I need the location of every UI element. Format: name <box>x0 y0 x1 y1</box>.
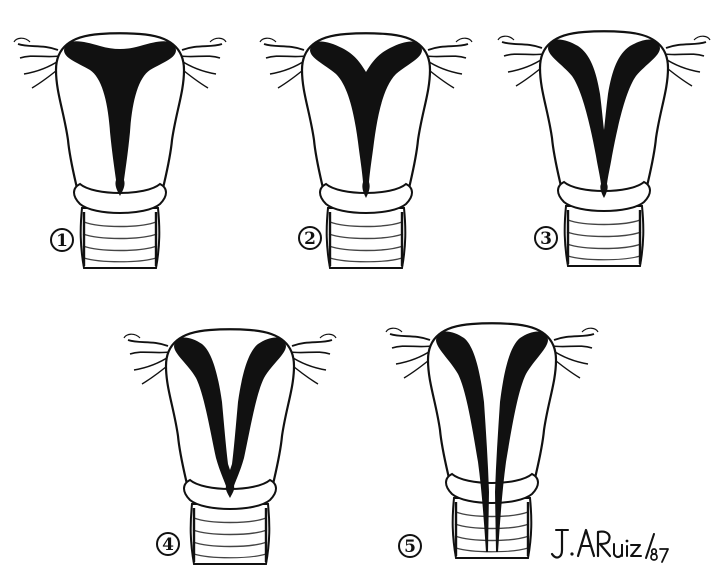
uterus-outline <box>386 323 598 558</box>
artist-signature <box>552 530 668 562</box>
figure-number-label: 2 <box>304 229 316 249</box>
figure-number-label: 1 <box>56 231 68 251</box>
figure-number-1: 1 <box>51 229 73 251</box>
figure-5 <box>386 323 598 558</box>
figure-1 <box>14 33 226 268</box>
figure-number-label: 5 <box>404 537 416 557</box>
figure-3 <box>498 31 710 266</box>
figure-number-label: 3 <box>540 229 552 249</box>
figure-number-2: 2 <box>299 227 321 249</box>
figure-number-4: 4 <box>157 533 179 555</box>
figure-2 <box>260 33 472 268</box>
figure-4 <box>124 329 336 564</box>
figure-number-label: 4 <box>162 535 174 555</box>
figure-number-3: 3 <box>535 227 557 249</box>
uterus-outline <box>124 329 336 564</box>
figure-number-5: 5 <box>399 535 421 557</box>
